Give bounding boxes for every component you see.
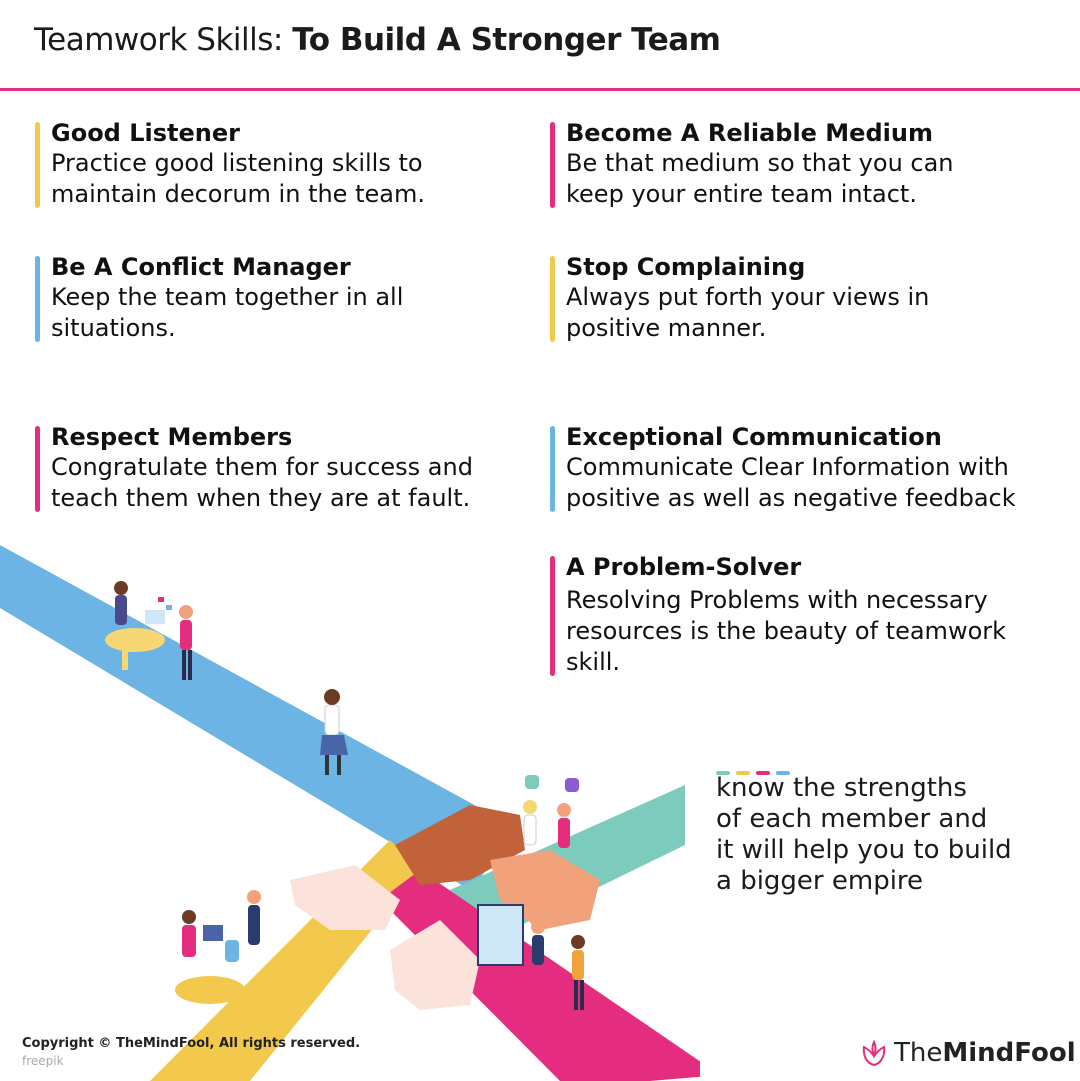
skill-respect-members: Respect Members Congratulate them for su… (35, 422, 541, 514)
skill-heading: Exceptional Communication (566, 423, 942, 451)
skill-accent-bar (550, 556, 555, 676)
skill-description: Be that medium so that you can keep your… (566, 149, 954, 208)
teamwork-hands-illustration (0, 545, 700, 1081)
skill-description: Practice good listening skills to mainta… (51, 149, 425, 208)
title-emphasis: To Build A Stronger Team (292, 22, 721, 58)
copyright-text: Copyright © TheMindFool, All rights rese… (22, 1036, 361, 1051)
quote-block: know the strengths of each member and it… (716, 771, 1012, 897)
title-prefix: Teamwork Skills: (34, 22, 283, 58)
skill-description: Communicate Clear Information with posit… (566, 453, 1016, 512)
skill-reliable-medium: Become A Reliable Medium Be that medium … (550, 118, 1036, 210)
skill-stop-complaining: Stop Complaining Always put forth your v… (550, 252, 1036, 344)
image-credit: freepik (22, 1054, 64, 1068)
skill-description: Keep the team together in all situations… (51, 283, 404, 342)
skill-good-listener: Good Listener Practice good listening sk… (35, 118, 521, 210)
skill-accent-bar (550, 122, 555, 208)
brand-logo: TheMindFool (860, 1038, 1076, 1068)
lotus-icon (862, 1039, 886, 1067)
quote-line: a bigger empire (716, 866, 924, 896)
skill-conflict-manager: Be A Conflict Manager Keep the team toge… (35, 252, 521, 344)
skill-description: Congratulate them for success and teach … (51, 453, 473, 512)
skill-exceptional-communication: Exceptional Communication Communicate Cl… (550, 422, 1080, 514)
skill-problem-solver: A Problem-Solver Resolving Problems with… (550, 552, 1066, 678)
skill-accent-bar (35, 256, 40, 342)
skill-accent-bar (550, 256, 555, 342)
skill-heading: Become A Reliable Medium (566, 119, 933, 147)
skill-accent-bar (35, 122, 40, 208)
quote-line: it will help you to build (716, 835, 1012, 865)
skill-heading: Stop Complaining (566, 253, 806, 281)
quote-decoration (716, 771, 790, 775)
brand-name: TheMindFool (894, 1038, 1076, 1068)
skill-description: Always put forth your views in positive … (566, 283, 930, 342)
skill-heading: A Problem-Solver (566, 553, 802, 581)
quote-line: know the strengths (716, 773, 967, 803)
skill-description: Resolving Problems with necessary resour… (566, 586, 1007, 676)
skill-heading: Be A Conflict Manager (51, 253, 351, 281)
skill-accent-bar (550, 426, 555, 512)
page-title: Teamwork Skills: To Build A Stronger Tea… (34, 22, 721, 58)
skill-accent-bar (35, 426, 40, 512)
title-divider (0, 88, 1080, 91)
skill-heading: Good Listener (51, 119, 240, 147)
skill-heading: Respect Members (51, 423, 293, 451)
quote-line: of each member and (716, 804, 988, 834)
